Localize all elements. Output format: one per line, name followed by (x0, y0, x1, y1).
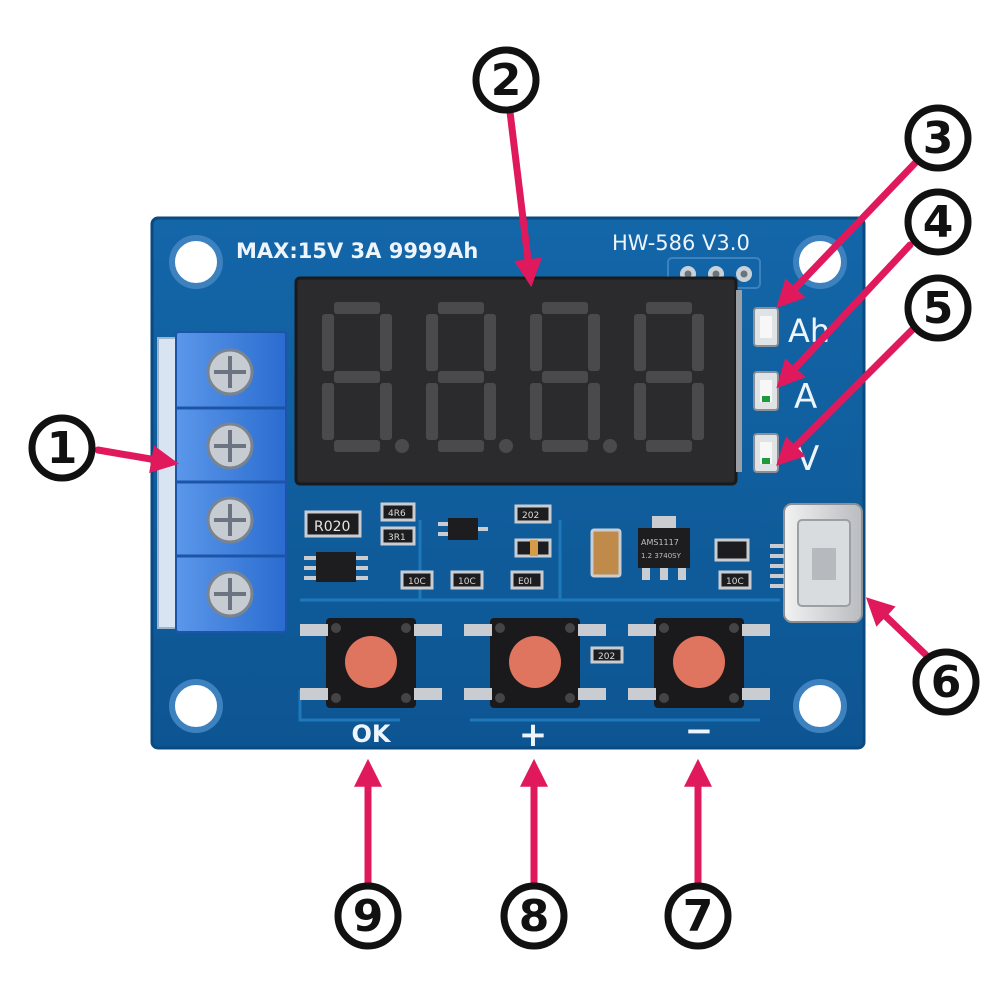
display-decimal-point (603, 439, 617, 453)
display-segment (530, 383, 542, 440)
led-label-ah: Ah (788, 312, 830, 350)
display-segment (588, 314, 600, 371)
arrow-6 (865, 597, 930, 659)
ok-label: OK (352, 720, 392, 748)
display-segment (530, 314, 542, 371)
led-a (753, 371, 779, 411)
plus-button[interactable] (464, 618, 606, 708)
model-label: HW-586 V3.0 (612, 231, 750, 255)
smd-mark-1: 4R6 (388, 509, 406, 519)
terminal-screws (206, 348, 254, 618)
callout-7: 7 (664, 882, 732, 950)
tactile-buttons: OK + − (300, 618, 770, 755)
minus-button[interactable] (628, 618, 770, 708)
smd-mark-3: 202 (522, 511, 539, 521)
arrow-1 (94, 445, 180, 473)
smd-mark-7: E0I (518, 577, 532, 587)
display-segment (426, 383, 438, 440)
callout-6: 6 (912, 648, 980, 716)
callout-2: 2 (472, 46, 540, 114)
arrow-4 (776, 241, 914, 389)
smd-mark-8: 10C (726, 577, 744, 587)
rating-label: MAX:15V 3A 9999Ah (236, 239, 478, 263)
display-segment (322, 383, 334, 440)
display-segment (380, 314, 392, 371)
smd-mark-5: 10C (408, 577, 426, 587)
callout-arrows (94, 108, 930, 890)
display-segment (588, 383, 600, 440)
display-segment (542, 302, 588, 314)
display-segment (334, 371, 380, 383)
display-segment (334, 302, 380, 314)
display-segment (322, 314, 334, 371)
display-segment (426, 314, 438, 371)
header-pads (667, 257, 761, 289)
chip-label-1: AMS1117 (641, 538, 679, 547)
display-segment (692, 383, 704, 440)
ok-button[interactable] (300, 618, 442, 708)
display-segment (380, 383, 392, 440)
callout-8: 8 (500, 882, 568, 950)
callout-3-label: 3 (923, 113, 954, 164)
screw-terminal-block (157, 331, 287, 633)
display-segment (646, 302, 692, 314)
mounting-holes (169, 235, 847, 733)
display-segment (484, 314, 496, 371)
callout-1: 1 (28, 414, 96, 482)
micro-usb-port (770, 503, 863, 623)
callout-8-label: 8 (519, 891, 550, 942)
seven-segment-display (294, 276, 742, 486)
display-digits (322, 302, 704, 453)
callout-3: 3 (904, 104, 972, 172)
led-label-a: A (794, 377, 817, 417)
arrow-3 (776, 156, 922, 309)
callout-9-label: 9 (353, 891, 384, 942)
display-segment (646, 371, 692, 383)
display-segment (334, 440, 380, 452)
callout-6-label: 6 (931, 657, 962, 708)
callout-2-label: 2 (491, 55, 522, 106)
display-decimal-point (395, 439, 409, 453)
callout-9: 9 (334, 882, 402, 950)
callout-4: 4 (904, 188, 972, 256)
display-segment (438, 371, 484, 383)
display-segment (634, 314, 646, 371)
plus-label: + (519, 715, 548, 755)
display-segment (542, 371, 588, 383)
callout-badges: 1 2 3 4 5 6 7 8 9 (28, 46, 980, 950)
smd-components: R020 4R6 3R1 202 AMS1117 1.2 3740SY 10C … (304, 502, 752, 664)
display-segment (634, 383, 646, 440)
display-digit (530, 302, 617, 453)
smd-mark-6: 10C (458, 577, 476, 587)
callout-7-label: 7 (683, 891, 714, 942)
callout-1-label: 1 (47, 423, 78, 474)
display-segment (438, 440, 484, 452)
display-digit (322, 302, 409, 453)
callout-5-label: 5 (923, 283, 954, 334)
arrow-5 (776, 326, 916, 466)
smd-mark-4: 202 (598, 652, 615, 662)
arrow-2 (506, 108, 542, 288)
chip-label-2: 1.2 3740SY (641, 552, 682, 560)
display-digit (634, 302, 704, 452)
minus-label: − (685, 711, 714, 751)
display-segment (692, 314, 704, 371)
display-segment (438, 302, 484, 314)
display-digit (426, 302, 513, 453)
smd-mark-2: 3R1 (388, 533, 406, 543)
display-segment (484, 383, 496, 440)
callout-5: 5 (904, 274, 972, 342)
resistor-label: R020 (314, 519, 350, 535)
display-decimal-point (499, 439, 513, 453)
display-segment (646, 440, 692, 452)
display-segment (542, 440, 588, 452)
led-ah (753, 307, 779, 347)
callout-4-label: 4 (923, 197, 954, 248)
led-v (753, 433, 779, 473)
